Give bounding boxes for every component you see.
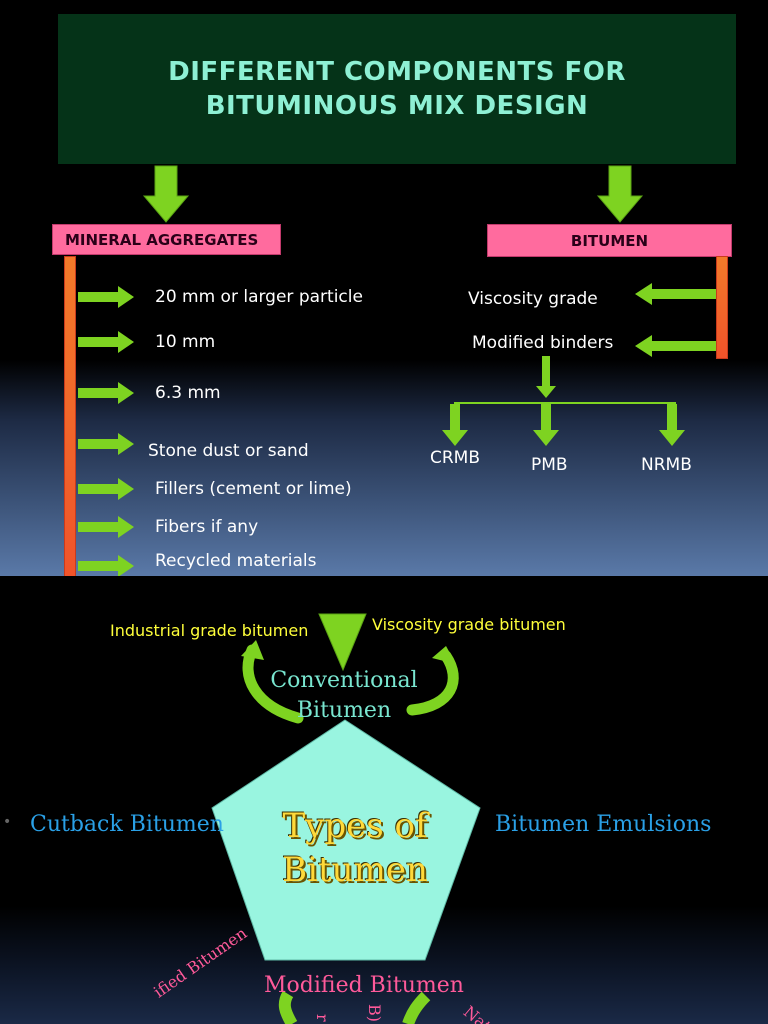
viscosity-grade-label: Viscosity grade bitumen <box>372 615 566 634</box>
right-curved-arrow-icon <box>406 650 459 716</box>
center-title-line-2: Bitumen <box>282 850 428 890</box>
modified-type-pmb: PMB <box>531 455 568 475</box>
down-arrow-right <box>596 165 644 223</box>
aggregate-item: 6.3 mm <box>155 383 221 403</box>
tree-arrow-crmb <box>442 404 468 446</box>
aggregate-item: Fibers if any <box>155 517 259 537</box>
left-curved-arrow-icon <box>242 644 304 724</box>
down-arrow-left <box>142 165 190 223</box>
modified-type-crmb: CRMB <box>430 448 481 468</box>
left-curved-arrowhead <box>241 640 264 660</box>
types-slide: Industrial grade bitumen Viscosity grade… <box>0 576 768 1024</box>
modified-bitumen-label: Modified Bitumen <box>264 973 464 998</box>
right-arrow-5 <box>78 478 134 500</box>
tree-arrow-nrmb <box>659 404 685 446</box>
aggregates-bar <box>64 256 76 576</box>
bottom-left-arrow-icon <box>278 990 298 1024</box>
right-curved-arrowhead <box>432 646 456 664</box>
aggregate-item: 10 mm <box>155 332 216 352</box>
mineral-aggregates-text: MINERAL AGGREGATES <box>65 230 259 249</box>
right-arrow-1 <box>78 286 134 308</box>
types-diagram <box>211 613 481 1024</box>
bottom-right-arrow-icon <box>402 991 431 1024</box>
mineral-aggregates-label: MINERAL AGGREGATES <box>52 224 281 255</box>
top-triangle-icon <box>318 613 367 672</box>
aggregate-item: Recycled materials <box>155 551 317 571</box>
right-arrow-3 <box>78 382 134 404</box>
bitumen-text: BITUMEN <box>570 231 649 250</box>
components-slide: DIFFERENT COMPONENTS FOR BITUMINOUS MIX … <box>0 0 768 576</box>
left-arrow-1 <box>635 283 716 305</box>
bitumen-bar <box>716 256 728 359</box>
partial-mid-label-2: B) <box>365 1004 384 1022</box>
types-of-bitumen-title: Types of Bitumen <box>255 804 455 892</box>
aggregate-item: Stone dust or sand <box>148 441 309 461</box>
title-line-2: BITUMINOUS MIX DESIGN <box>205 91 589 121</box>
conventional-line-1: Conventional <box>270 668 418 693</box>
bitumen-emulsions-label: Bitumen Emulsions <box>495 812 712 837</box>
tree-down-arrow <box>536 356 556 398</box>
cutback-bitumen-label: Cutback Bitumen <box>30 812 224 837</box>
right-arrow-2 <box>78 331 134 353</box>
partial-mid-label-1: r <box>313 1014 332 1022</box>
conventional-line-2: Bitumen <box>296 698 392 723</box>
aggregate-item: 20 mm or larger particle <box>155 287 363 307</box>
bitumen-label: BITUMEN <box>487 224 732 257</box>
right-arrow-7 <box>78 555 134 576</box>
center-title-line-1: Types of <box>282 806 428 846</box>
conventional-bitumen-label: Conventional Bitumen <box>270 666 418 726</box>
modified-type-nrmb: NRMB <box>641 455 692 475</box>
right-arrow-6 <box>78 516 134 538</box>
pentagon-shape <box>211 719 481 961</box>
title-line-1: DIFFERENT COMPONENTS FOR <box>168 57 626 87</box>
bitumen-item: Modified binders <box>472 333 614 353</box>
right-arrow-4 <box>78 433 134 455</box>
title-box: DIFFERENT COMPONENTS FOR BITUMINOUS MIX … <box>58 14 736 164</box>
tree-arrow-pmb <box>533 404 559 446</box>
industrial-grade-label: Industrial grade bitumen <box>110 621 309 640</box>
bitumen-item: Viscosity grade <box>468 289 598 309</box>
top-arrows <box>78 165 716 576</box>
bullet: • <box>3 814 12 830</box>
left-arrow-2 <box>635 335 716 357</box>
aggregate-item: Fillers (cement or lime) <box>155 479 352 499</box>
